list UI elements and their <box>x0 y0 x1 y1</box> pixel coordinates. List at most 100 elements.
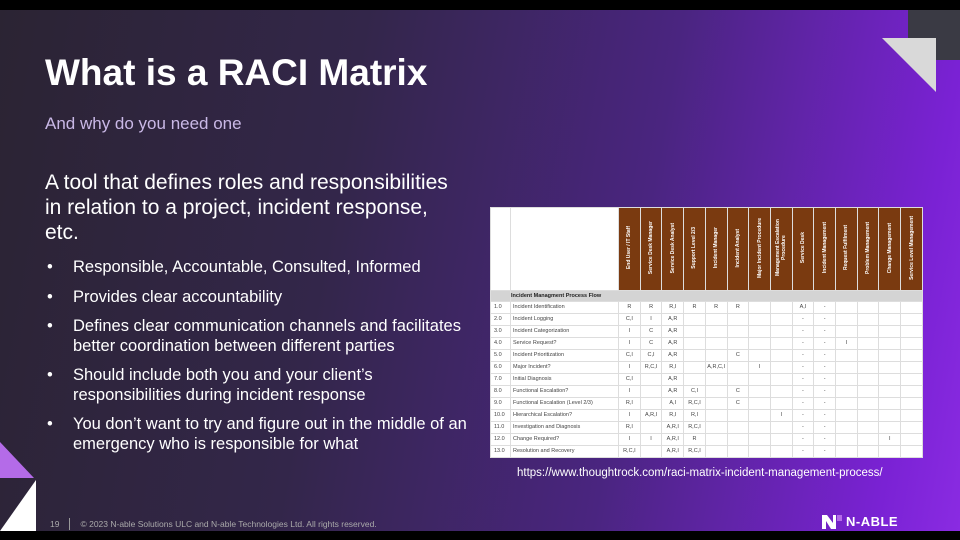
raci-cell <box>683 349 706 362</box>
raci-cell <box>748 337 771 350</box>
role-header: End User / IT Staff <box>618 207 641 291</box>
bullet-item: Should include both you and your client’… <box>45 366 470 405</box>
raci-cell <box>639 421 663 434</box>
raci-cell: C <box>726 349 750 362</box>
raci-cell <box>856 421 880 434</box>
raci-cell: C <box>639 325 663 338</box>
raci-cell <box>900 361 923 374</box>
raci-cell <box>878 397 902 410</box>
raci-cell: C <box>639 337 663 350</box>
raci-cell <box>769 337 793 350</box>
raci-cell: - <box>791 409 815 422</box>
raci-cell: C,I <box>683 385 706 398</box>
step-number: 12.0 <box>490 433 511 446</box>
raci-cell: - <box>813 373 837 386</box>
raci-cell <box>835 409 858 422</box>
raci-cell <box>726 373 750 386</box>
bullet-item: Defines clear communication channels and… <box>45 317 470 356</box>
role-label: Incident Management <box>821 222 828 274</box>
raci-cell <box>748 301 771 314</box>
raci-cell: R,I <box>618 421 641 434</box>
raci-cell: R,I <box>683 409 706 422</box>
raci-cell <box>900 433 923 446</box>
raci-cell <box>878 301 902 314</box>
raci-cell: - <box>791 361 815 374</box>
raci-cell <box>769 445 793 458</box>
raci-cell <box>769 361 793 374</box>
role-header: Request Fulfilment <box>835 207 858 291</box>
raci-cell <box>748 433 771 446</box>
raci-cell <box>748 409 771 422</box>
role-header: Incident Management <box>813 207 837 291</box>
role-label: Request Fulfilment <box>843 225 850 271</box>
raci-cell <box>835 433 858 446</box>
role-label: End User / IT Staff <box>626 226 633 270</box>
role-header: Major Incident Procedure <box>748 207 771 291</box>
raci-cell: R <box>704 301 728 314</box>
source-link[interactable]: https://www.thoughtrock.com/raci-matrix-… <box>517 467 883 479</box>
raci-cell: - <box>813 301 837 314</box>
role-header: Service Desk Analyst <box>661 207 685 291</box>
raci-cell: - <box>791 433 815 446</box>
raci-cell <box>704 325 728 338</box>
raci-cell: R,I <box>618 397 641 410</box>
raci-cell <box>683 325 706 338</box>
raci-cell <box>856 361 880 374</box>
step-number: 5.0 <box>490 349 511 362</box>
corner-triangle-white <box>0 480 36 531</box>
raci-cell: I <box>639 313 663 326</box>
step-number: 4.0 <box>490 337 511 350</box>
raci-cell <box>900 337 923 350</box>
raci-cell: R,C,I <box>683 421 706 434</box>
raci-cell <box>900 349 923 362</box>
raci-cell: - <box>791 385 815 398</box>
raci-cell <box>769 349 793 362</box>
raci-cell: - <box>791 445 815 458</box>
role-label: Major Incident Procedure <box>756 217 763 278</box>
raci-cell <box>835 313 858 326</box>
raci-cell: R,I <box>661 409 685 422</box>
raci-cell <box>835 385 858 398</box>
raci-cell: - <box>813 325 837 338</box>
raci-cell: C,I <box>618 349 641 362</box>
raci-cell <box>769 397 793 410</box>
raci-cell <box>748 349 771 362</box>
role-label: Management Escalation Procedure <box>775 219 788 277</box>
raci-cell <box>900 313 923 326</box>
raci-cell <box>900 373 923 386</box>
raci-cell: - <box>813 385 837 398</box>
raci-cell <box>704 445 728 458</box>
raci-cell: A,I <box>661 397 685 410</box>
raci-cell: A,R <box>661 385 685 398</box>
raci-cell <box>900 409 923 422</box>
raci-cell <box>835 361 858 374</box>
step-name: Functional Escalation (Level 2/3) <box>510 397 619 410</box>
raci-cell: R <box>618 301 641 314</box>
raci-cell: I <box>618 337 641 350</box>
raci-cell <box>856 385 880 398</box>
raci-cell: - <box>813 409 837 422</box>
step-number: 7.0 <box>490 373 511 386</box>
section-row: Incident Managment Process Flow <box>490 290 923 302</box>
role-header: Management Escalation Procedure <box>769 207 793 291</box>
raci-cell <box>878 373 902 386</box>
raci-cell: A,R <box>661 313 685 326</box>
raci-cell: A,R <box>661 373 685 386</box>
step-number: 6.0 <box>490 361 511 374</box>
raci-cell <box>704 433 728 446</box>
raci-cell: - <box>813 421 837 434</box>
step-number: 9.0 <box>490 397 511 410</box>
role-label: Service Desk Analyst <box>669 222 676 274</box>
raci-cell: - <box>791 313 815 326</box>
raci-cell: I <box>618 325 641 338</box>
raci-cell: - <box>791 397 815 410</box>
n-able-logo-icon <box>822 514 842 529</box>
raci-cell <box>835 301 858 314</box>
slide-title: What is a RACI Matrix <box>45 52 428 93</box>
raci-cell <box>856 373 880 386</box>
step-name: Investigation and Diagnosis <box>510 421 619 434</box>
raci-cell: - <box>791 373 815 386</box>
raci-cell <box>639 385 663 398</box>
